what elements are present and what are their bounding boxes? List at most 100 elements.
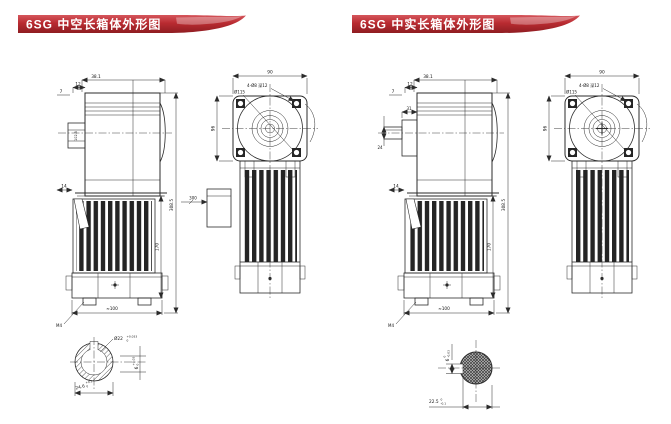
bolt-hole [625,100,632,107]
foot [137,297,152,306]
foot [414,297,429,306]
side-ear [493,275,501,291]
dim-flange-height: 96 [543,126,549,132]
bolt-hole [569,149,576,156]
corner-radius-leader [304,103,316,143]
bore-section-detail: Ø22 +0.033 0 6 +0.03 0 24.6 +0.1 0 [70,335,146,396]
dim-base-width: ≈100 [106,306,118,312]
banner-solid-ribbon [352,15,580,33]
front-view-hollow: 90 4-Ø8 深12 Ø115 96 300 [181,70,318,300]
side-ear [65,275,73,291]
dim-key-width-tol-lo: -0.03 [447,350,451,358]
cover-screw [600,276,604,281]
side-view-hollow: 102.5 14 M4 ≈100 38.1 12 7 [56,74,179,328]
dim-top: 38.1 [423,74,433,80]
side-ear [299,265,306,280]
dim-keyway-height-tol-hi: +0.1 [85,379,93,385]
dim-keyway-height: 24.6 [75,383,86,391]
cover-screw [268,276,272,281]
bolt-hole [293,149,300,156]
foot [469,297,484,306]
motor-fins [76,201,152,271]
side-view-solid: 24 31 14 M4 ≈100 38.1 12 [377,74,511,328]
bolt-hole [625,149,632,156]
dim-flat-to-edge: 22.5 [429,399,439,405]
corner-radius-leader [636,103,648,143]
bolt-hole [237,149,244,156]
dim-conduit: 14 [393,184,399,190]
ground-screw-label: M4 [388,323,394,328]
pilot-callout: Ø115 [566,90,577,95]
dim-bore-dia-tol-hi: +0.033 [127,335,138,339]
holes-callout: 4-Ø8 深12 [247,82,268,88]
cable-conduit [73,198,90,230]
banner-hollow-shine [176,16,242,25]
output-boss [401,119,418,157]
gearbox-outline [416,92,493,197]
side-ear [161,275,169,291]
banner-solid-title: 6SG 中实长箱体外形图 [360,17,495,32]
shaft-section-detail: 6 0 -0.03 22.5 0 -0.1 [429,340,500,410]
dim-base-width: ≈100 [438,306,450,312]
dim-step1: 12 [75,82,81,88]
housing-lobe [159,102,166,163]
bolt-hole [237,100,244,107]
dim-cable: 300 [189,196,197,201]
ground-screw-label: M4 [56,323,62,328]
front-view-solid: 90 4-Ø8 深12 Ø115 96 [543,70,650,300]
dim-conduit: 14 [61,184,67,190]
banner-solid-shine [510,16,576,25]
housing-lobe [491,102,498,163]
cable-conduit [405,198,422,230]
dim-bore-dia: Ø22 [114,335,123,342]
dim-flange-width: 90 [267,70,273,76]
banner-solid: 6SG 中实长箱体外形图 [352,15,580,33]
dim-boss-length: 31 [406,106,412,111]
break-symbol [188,199,194,205]
side-ear [631,265,638,280]
boss-circle [583,110,621,147]
banner-hollow: 6SG 中空长箱体外形图 [18,15,246,33]
shaft-circle [592,119,612,138]
dim-step2: 7 [60,89,63,95]
dim-total-length: 308.5 [501,199,507,212]
motor-fins-front [243,170,297,262]
dim-bore-depth: 102.5 [74,131,78,141]
hollow-bore-circle [260,119,280,138]
dim-flange-width: 90 [599,70,605,76]
bolt-hole [569,100,576,107]
motor-fins-front [575,170,629,262]
dim-flange-height: 96 [211,126,217,132]
dim-motor-length: 170 [487,243,493,251]
dim-keyway-height-tol-lo: 0 [86,384,89,388]
hollow-bore-boss [67,122,86,149]
banner-hollow-ribbon [18,15,246,33]
dim-step2: 7 [392,89,395,95]
dim-bore-dia-tol-lo: 0 [127,339,129,343]
housing-circle [237,95,303,162]
foot [82,297,97,306]
dim-total-length: 308.5 [169,199,175,212]
dim-top: 38.1 [91,74,101,80]
dim-keyway-width-tol-lo: 0 [136,364,140,366]
keyseat-flat [446,364,463,374]
banner-hollow-title: 6SG 中空长箱体外形图 [26,17,161,32]
dim-key-width-tol-hi: 0 [443,356,447,358]
keyway-notch [90,341,98,350]
dim-flat-tol-hi: 0 [441,398,443,402]
terminal-box-front [206,188,232,228]
dim-motor-length: 170 [155,243,161,251]
pilot-callout: Ø115 [234,90,245,95]
gearbox-outline [84,92,161,197]
motor-fins [408,201,484,271]
dim-keyway-width-tol-hi: +0.03 [132,356,136,365]
dim-flat-tol-lo: -0.1 [441,402,447,406]
side-ear [566,265,573,280]
dim-shaft-length: 24 [377,145,383,150]
dim-key-width: 6 [445,358,451,361]
boss-circle [251,110,289,147]
dim-step1: 12 [407,82,413,88]
dim-keyway-width: 6 [134,366,140,369]
